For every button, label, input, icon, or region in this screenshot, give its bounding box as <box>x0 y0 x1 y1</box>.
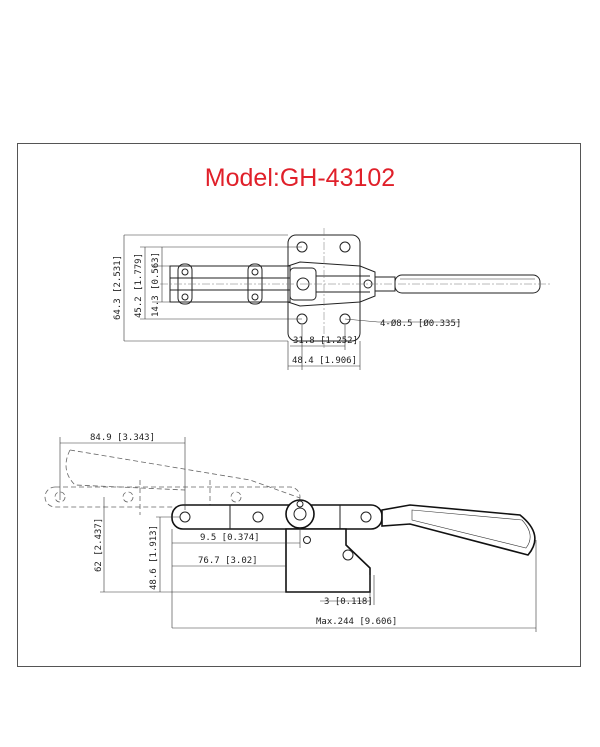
dim-base-thickness: 3 [0.118] <box>324 597 373 607</box>
clamp-base <box>285 528 371 593</box>
model-title: Model:GH-43102 <box>204 164 396 192</box>
open-arm-outline <box>44 486 301 508</box>
mount-hole <box>339 241 351 253</box>
dim-overall-height: 64.3 [2.531] <box>113 255 123 320</box>
dim-reach: 76.7 [3.02] <box>198 556 258 566</box>
dim-link-offset: 9.5 [0.374] <box>200 533 260 543</box>
top-view: 64.3 [2.531] 45.2 [1.779] 14.3 [0.563] 4… <box>113 228 550 370</box>
side-view: 84.9 [3.343] 62 [2.437] 48.6 [1.913] 9.5… <box>44 433 537 632</box>
dim-hole-spacing: 31.8 [1.252] <box>293 336 358 346</box>
dim-height-closed: 48.6 [1.913] <box>149 525 159 590</box>
drawing-frame <box>17 143 581 667</box>
dim-holes: 4-Ø8.5 [Ø0.335] <box>380 318 461 329</box>
dim-height-open: 62 [2.437] <box>94 518 104 572</box>
pivot-link <box>285 499 315 529</box>
dim-base-width: 48.4 [1.906] <box>292 356 357 366</box>
mount-hole <box>339 313 351 325</box>
dim-max-length: Max.244 [9.606] <box>316 617 397 627</box>
dim-arm-height: 45.2 [1.779] <box>134 253 144 318</box>
dim-stroke: 84.9 [3.343] <box>90 433 155 443</box>
dim-pivot-offset: 14.3 [0.563] <box>151 252 161 317</box>
linkage-body <box>287 261 376 307</box>
open-handle-outline <box>69 449 301 499</box>
handle-closed <box>381 504 536 556</box>
plunger-arm-closed <box>171 504 383 530</box>
